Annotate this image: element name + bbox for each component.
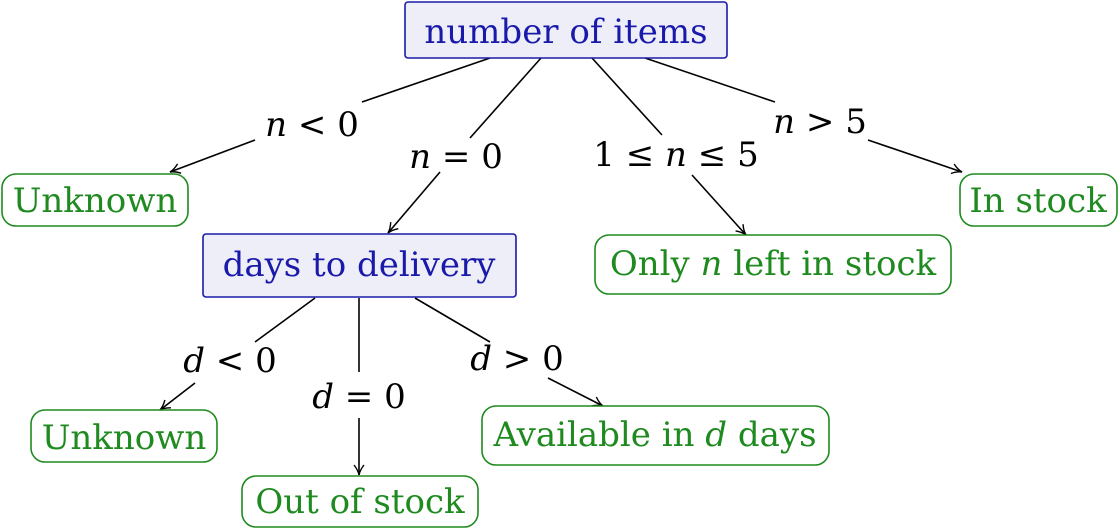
- in-stock-label: In stock: [969, 181, 1107, 221]
- edge-days-to-d-lt-0: [254, 297, 316, 343]
- node-number-of-items: number of items: [404, 1, 728, 59]
- unknown-top-box: [1, 173, 189, 227]
- leaf-out-of-stock: Out of stock: [241, 475, 479, 528]
- leaf-unknown-bottom: Unknown: [30, 409, 218, 463]
- number-of-items-box: [404, 1, 728, 59]
- days-to-delivery-label: days to delivery: [223, 245, 497, 285]
- available-in-d-box: [481, 405, 830, 466]
- leaf-in-stock: In stock: [959, 173, 1118, 227]
- unknown-bottom-box: [30, 409, 218, 463]
- node-days-to-delivery: days to delivery: [202, 233, 517, 298]
- out-of-stock-label: Out of stock: [255, 482, 465, 522]
- in-stock-box: [959, 173, 1118, 227]
- edges: [159, 57, 963, 476]
- edge-d-lt-0-to-unknown: [159, 382, 196, 411]
- edge-root-to-n-eq-0: [469, 57, 542, 139]
- days-to-delivery-box: [202, 233, 517, 298]
- edge-label-n-gt-5: n > 5: [773, 102, 867, 142]
- number-of-items-label: number of items: [424, 12, 707, 52]
- edge-n-gt-5-to-in-stock: [867, 139, 963, 175]
- unknown-top-label: Unknown: [13, 181, 178, 221]
- unknown-bottom-label: Unknown: [42, 418, 207, 458]
- edge-label-d-eq-0: d = 0: [312, 377, 406, 417]
- leaf-available-in-d: Available in d days: [481, 405, 830, 466]
- edge-label-d-lt-0: d < 0: [183, 341, 277, 381]
- edge-n-lt-0-to-unknown: [169, 139, 256, 174]
- leaf-only-n-left: Only n left in stock: [594, 234, 952, 295]
- edge-root-to-range: [591, 57, 663, 136]
- edge-range-to-only-n: [691, 174, 747, 236]
- edge-n-eq-0-to-days: [387, 171, 441, 234]
- edge-root-to-n-lt-0: [361, 57, 491, 103]
- edge-label-d-gt-0: d > 0: [470, 339, 564, 379]
- leaf-unknown-top: Unknown: [1, 173, 189, 227]
- edge-label-one-le-n-le-5: 1 ≤ n ≤ 5: [593, 135, 758, 175]
- edge-d-gt-0-to-available: [547, 377, 604, 407]
- edge-root-to-n-gt-5: [644, 57, 776, 103]
- edge-label-n-eq-0: n = 0: [409, 137, 503, 177]
- out-of-stock-box: [241, 475, 479, 528]
- edge-label-n-lt-0: n < 0: [265, 105, 359, 145]
- only-n-left-label: Only n left in stock: [610, 244, 937, 284]
- available-in-d-label: Available in d days: [492, 415, 816, 455]
- only-n-left-box: [594, 234, 952, 295]
- edge-labels: n < 0 n = 0 1 ≤ n ≤ 5 n > 5 d < 0 d = 0 …: [183, 102, 867, 417]
- edge-days-to-d-gt-0: [414, 297, 491, 343]
